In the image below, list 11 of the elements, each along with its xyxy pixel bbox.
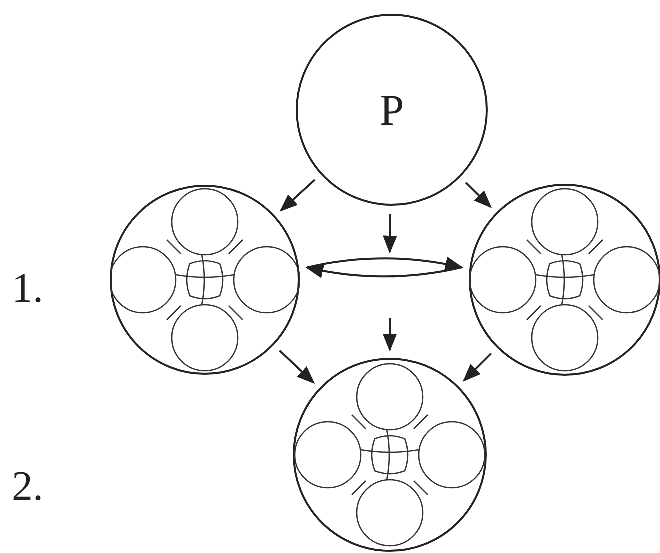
arrow: [279, 350, 316, 384]
arrow: [462, 352, 492, 382]
arrow: [382, 318, 398, 352]
step-number: 1.: [12, 268, 44, 310]
circle-node: [296, 14, 488, 206]
arrow: [280, 179, 316, 212]
node-label: P: [380, 84, 404, 136]
arrow: [383, 214, 398, 254]
arrow: [307, 257, 464, 272]
arrow: [465, 182, 492, 208]
step-number: 2.: [12, 466, 44, 508]
